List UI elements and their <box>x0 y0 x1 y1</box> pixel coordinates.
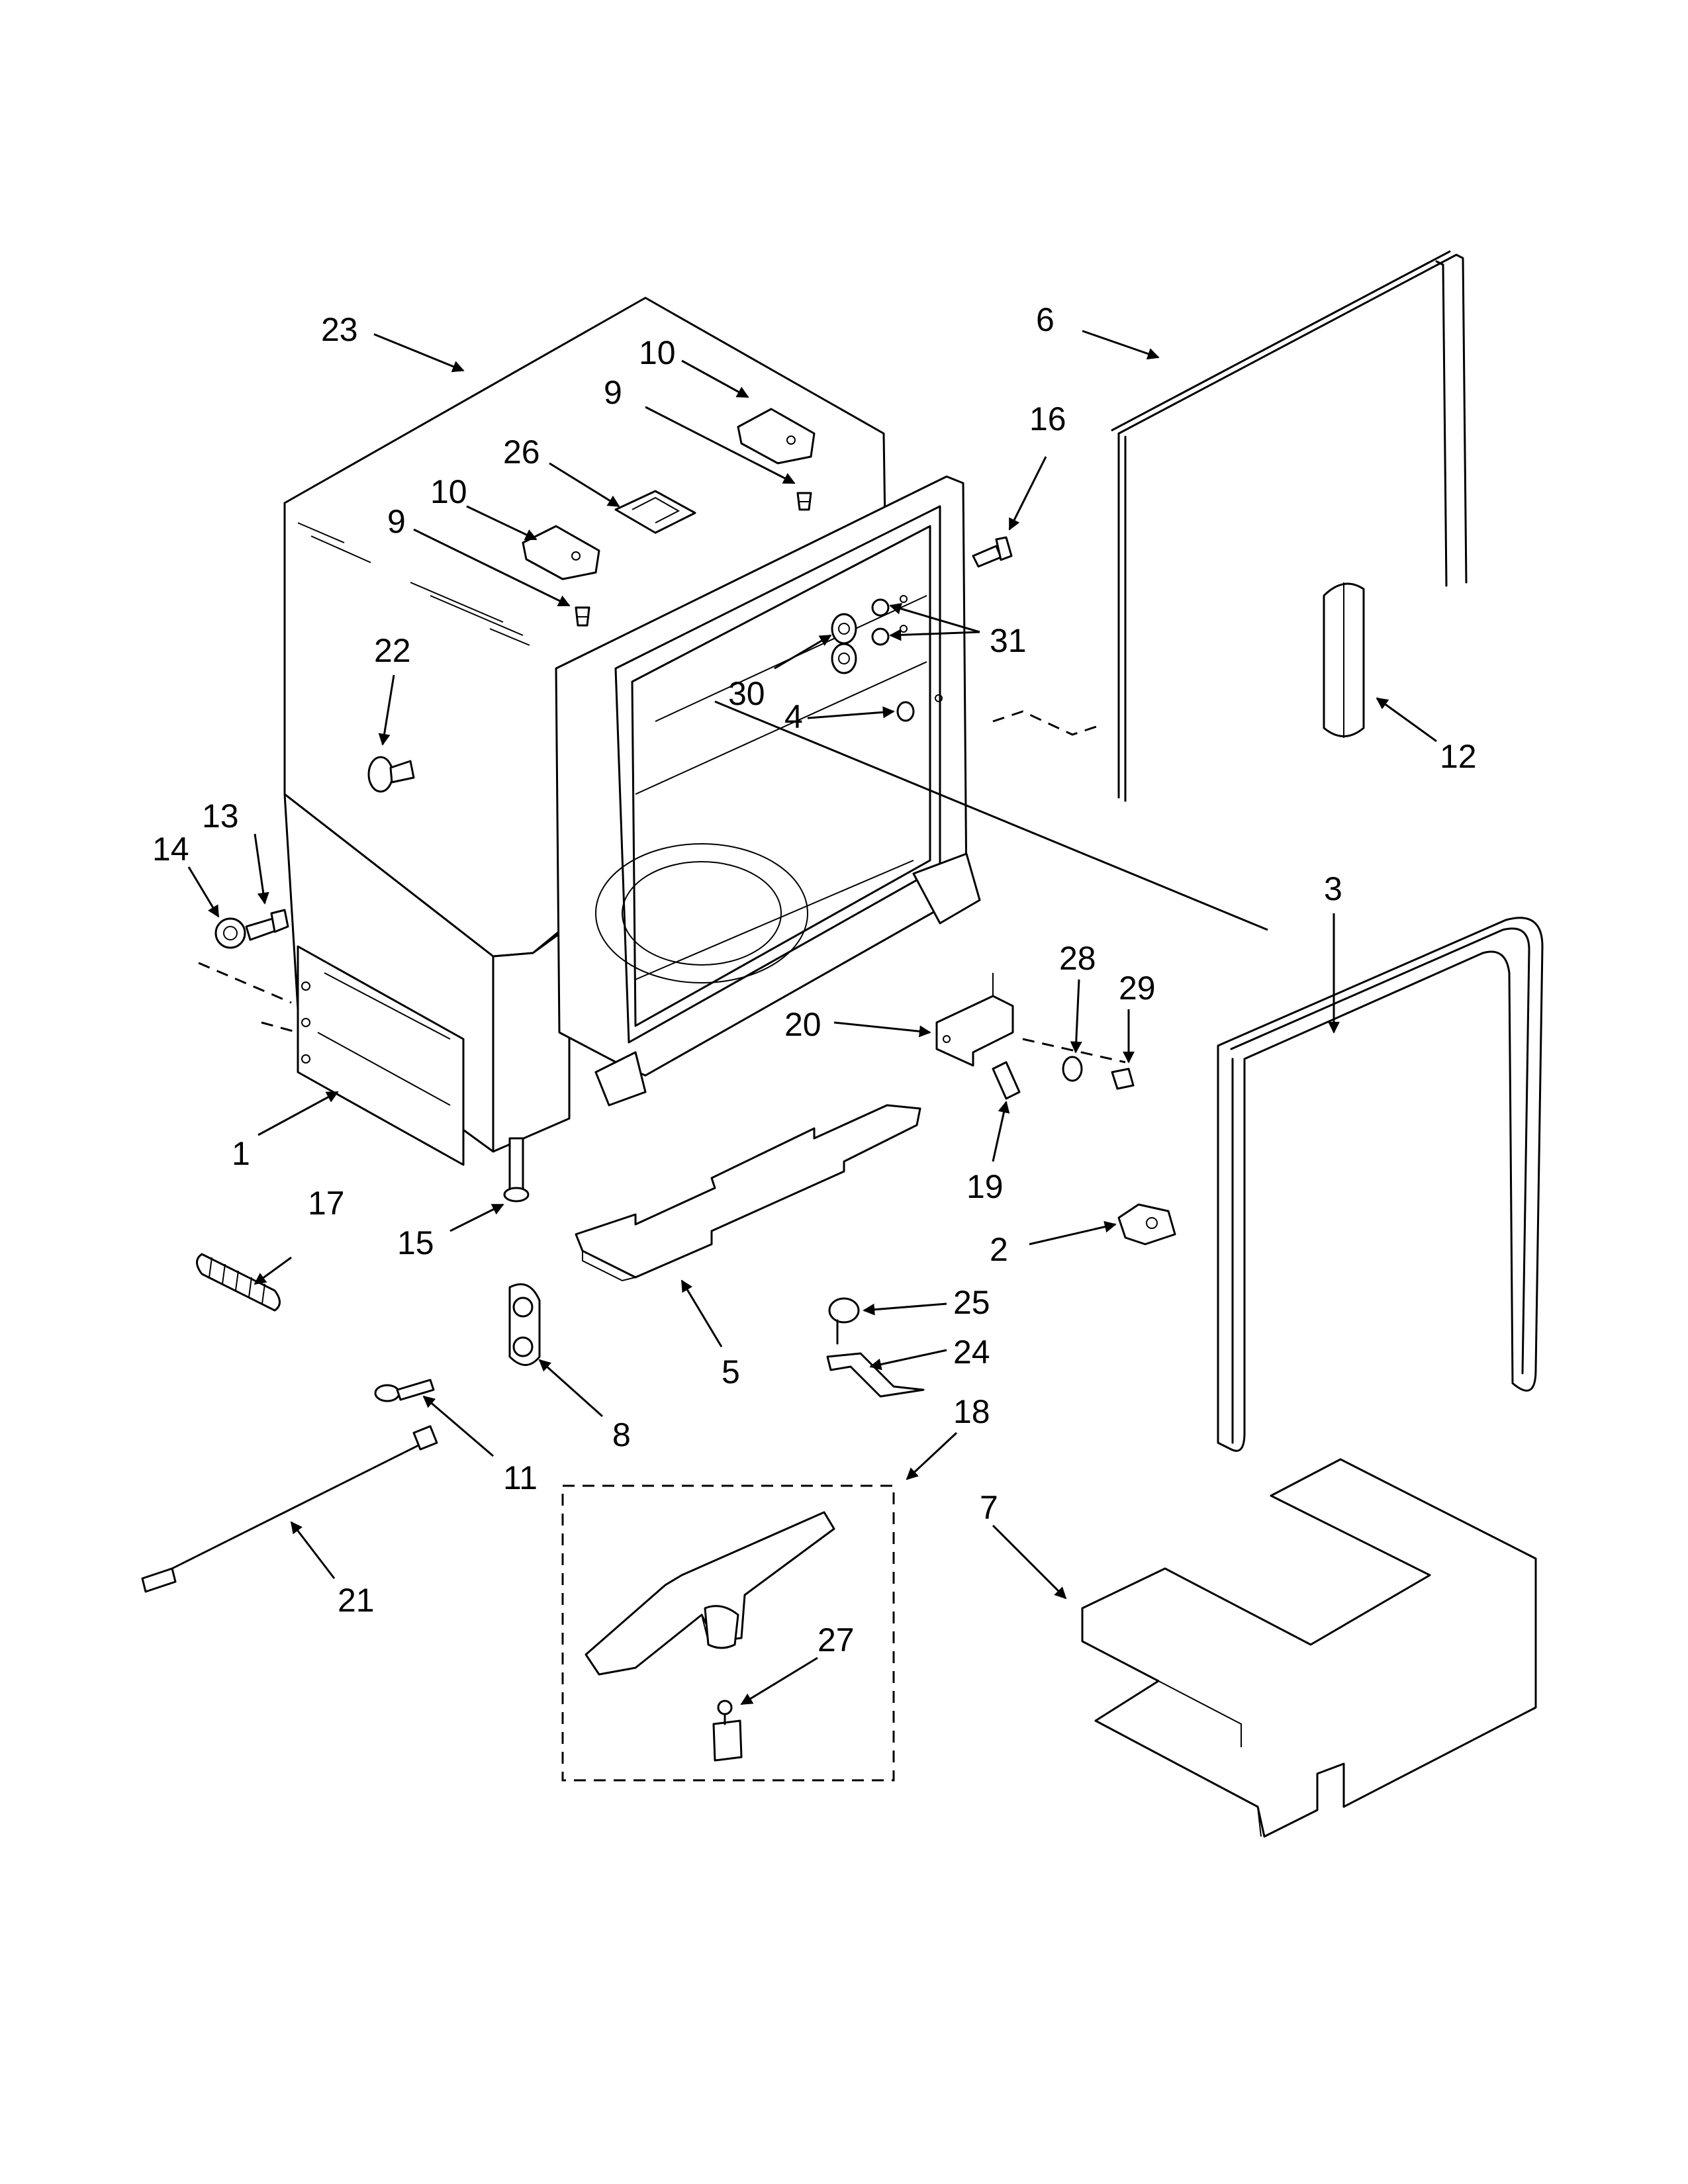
leveling-foot-15[interactable] <box>503 1137 530 1203</box>
gasket-3[interactable] <box>1217 917 1544 1452</box>
callout-9a: 9 <box>604 374 622 411</box>
screw-13[interactable] <box>245 909 289 941</box>
callout-11: 11 <box>503 1459 538 1496</box>
callout-26: 26 <box>503 433 540 471</box>
callout-16: 16 <box>1029 400 1066 437</box>
spray-arm-manifold-18[interactable] <box>585 1511 835 1676</box>
callout-6: 6 <box>1036 301 1055 338</box>
plate-5[interactable] <box>575 1104 921 1282</box>
assembly-box-18 <box>561 1484 895 1782</box>
screw-11[interactable] <box>374 1379 435 1402</box>
callout-29: 29 <box>1119 970 1156 1007</box>
callout-30: 30 <box>728 675 765 712</box>
door-seal-6[interactable] <box>1111 250 1468 802</box>
callout-1: 1 <box>232 1135 250 1172</box>
wire-harness-21[interactable] <box>141 1425 438 1593</box>
callout-28: 28 <box>1059 940 1096 977</box>
callout-21: 21 <box>338 1582 375 1619</box>
clip-2[interactable] <box>1117 1203 1176 1246</box>
plug-4[interactable] <box>896 694 943 722</box>
callout-14: 14 <box>152 831 189 868</box>
callout-12: 12 <box>1440 738 1477 775</box>
bracket-20[interactable] <box>935 973 1014 1067</box>
base-panel-7[interactable] <box>1081 1458 1537 1838</box>
callout-15: 15 <box>397 1224 434 1261</box>
screw-9a[interactable] <box>796 492 812 511</box>
valve-27[interactable] <box>712 1700 743 1762</box>
tube-12[interactable] <box>1323 582 1365 738</box>
callout-22: 22 <box>374 632 411 669</box>
washer-28[interactable] <box>1062 1056 1083 1082</box>
clip-26[interactable] <box>614 490 696 534</box>
plug-22[interactable] <box>367 756 415 793</box>
callout-19: 19 <box>966 1168 1004 1205</box>
spring-17[interactable] <box>196 1253 281 1312</box>
bracket-24[interactable] <box>826 1352 925 1398</box>
callout-9b: 9 <box>387 503 406 540</box>
sensor-25[interactable] <box>828 1297 860 1345</box>
screw-9b[interactable] <box>575 606 590 627</box>
screw-29[interactable] <box>1111 1068 1135 1090</box>
callout-31: 31 <box>990 622 1027 659</box>
callout-7: 7 <box>980 1489 998 1526</box>
nut-14[interactable] <box>214 917 246 949</box>
leader-lines <box>187 330 1437 1706</box>
callout-10b: 10 <box>430 473 467 510</box>
callout-17: 17 <box>308 1185 345 1222</box>
fitting-30[interactable] <box>831 613 857 674</box>
callout-2: 2 <box>990 1231 1008 1268</box>
callout-18: 18 <box>953 1393 990 1430</box>
tub-part[interactable] <box>283 296 981 1166</box>
screw-19[interactable] <box>992 1061 1021 1100</box>
callout-3: 3 <box>1324 870 1342 907</box>
callout-5: 5 <box>722 1353 740 1390</box>
callout-13: 13 <box>202 797 239 835</box>
callout-20: 20 <box>784 1006 821 1043</box>
screw-16[interactable] <box>972 536 1013 568</box>
hinge-bracket-10a[interactable] <box>737 408 816 465</box>
callout-23: 23 <box>321 311 358 348</box>
washer-31[interactable] <box>871 595 908 646</box>
hinge-bracket-10b[interactable] <box>522 525 600 580</box>
callout-10a: 10 <box>639 334 676 371</box>
callout-8: 8 <box>612 1416 631 1453</box>
callout-24: 24 <box>953 1334 990 1371</box>
fitting-8[interactable] <box>508 1283 541 1366</box>
callout-27: 27 <box>818 1621 855 1659</box>
callout-4: 4 <box>784 698 803 735</box>
callout-25: 25 <box>953 1284 990 1321</box>
